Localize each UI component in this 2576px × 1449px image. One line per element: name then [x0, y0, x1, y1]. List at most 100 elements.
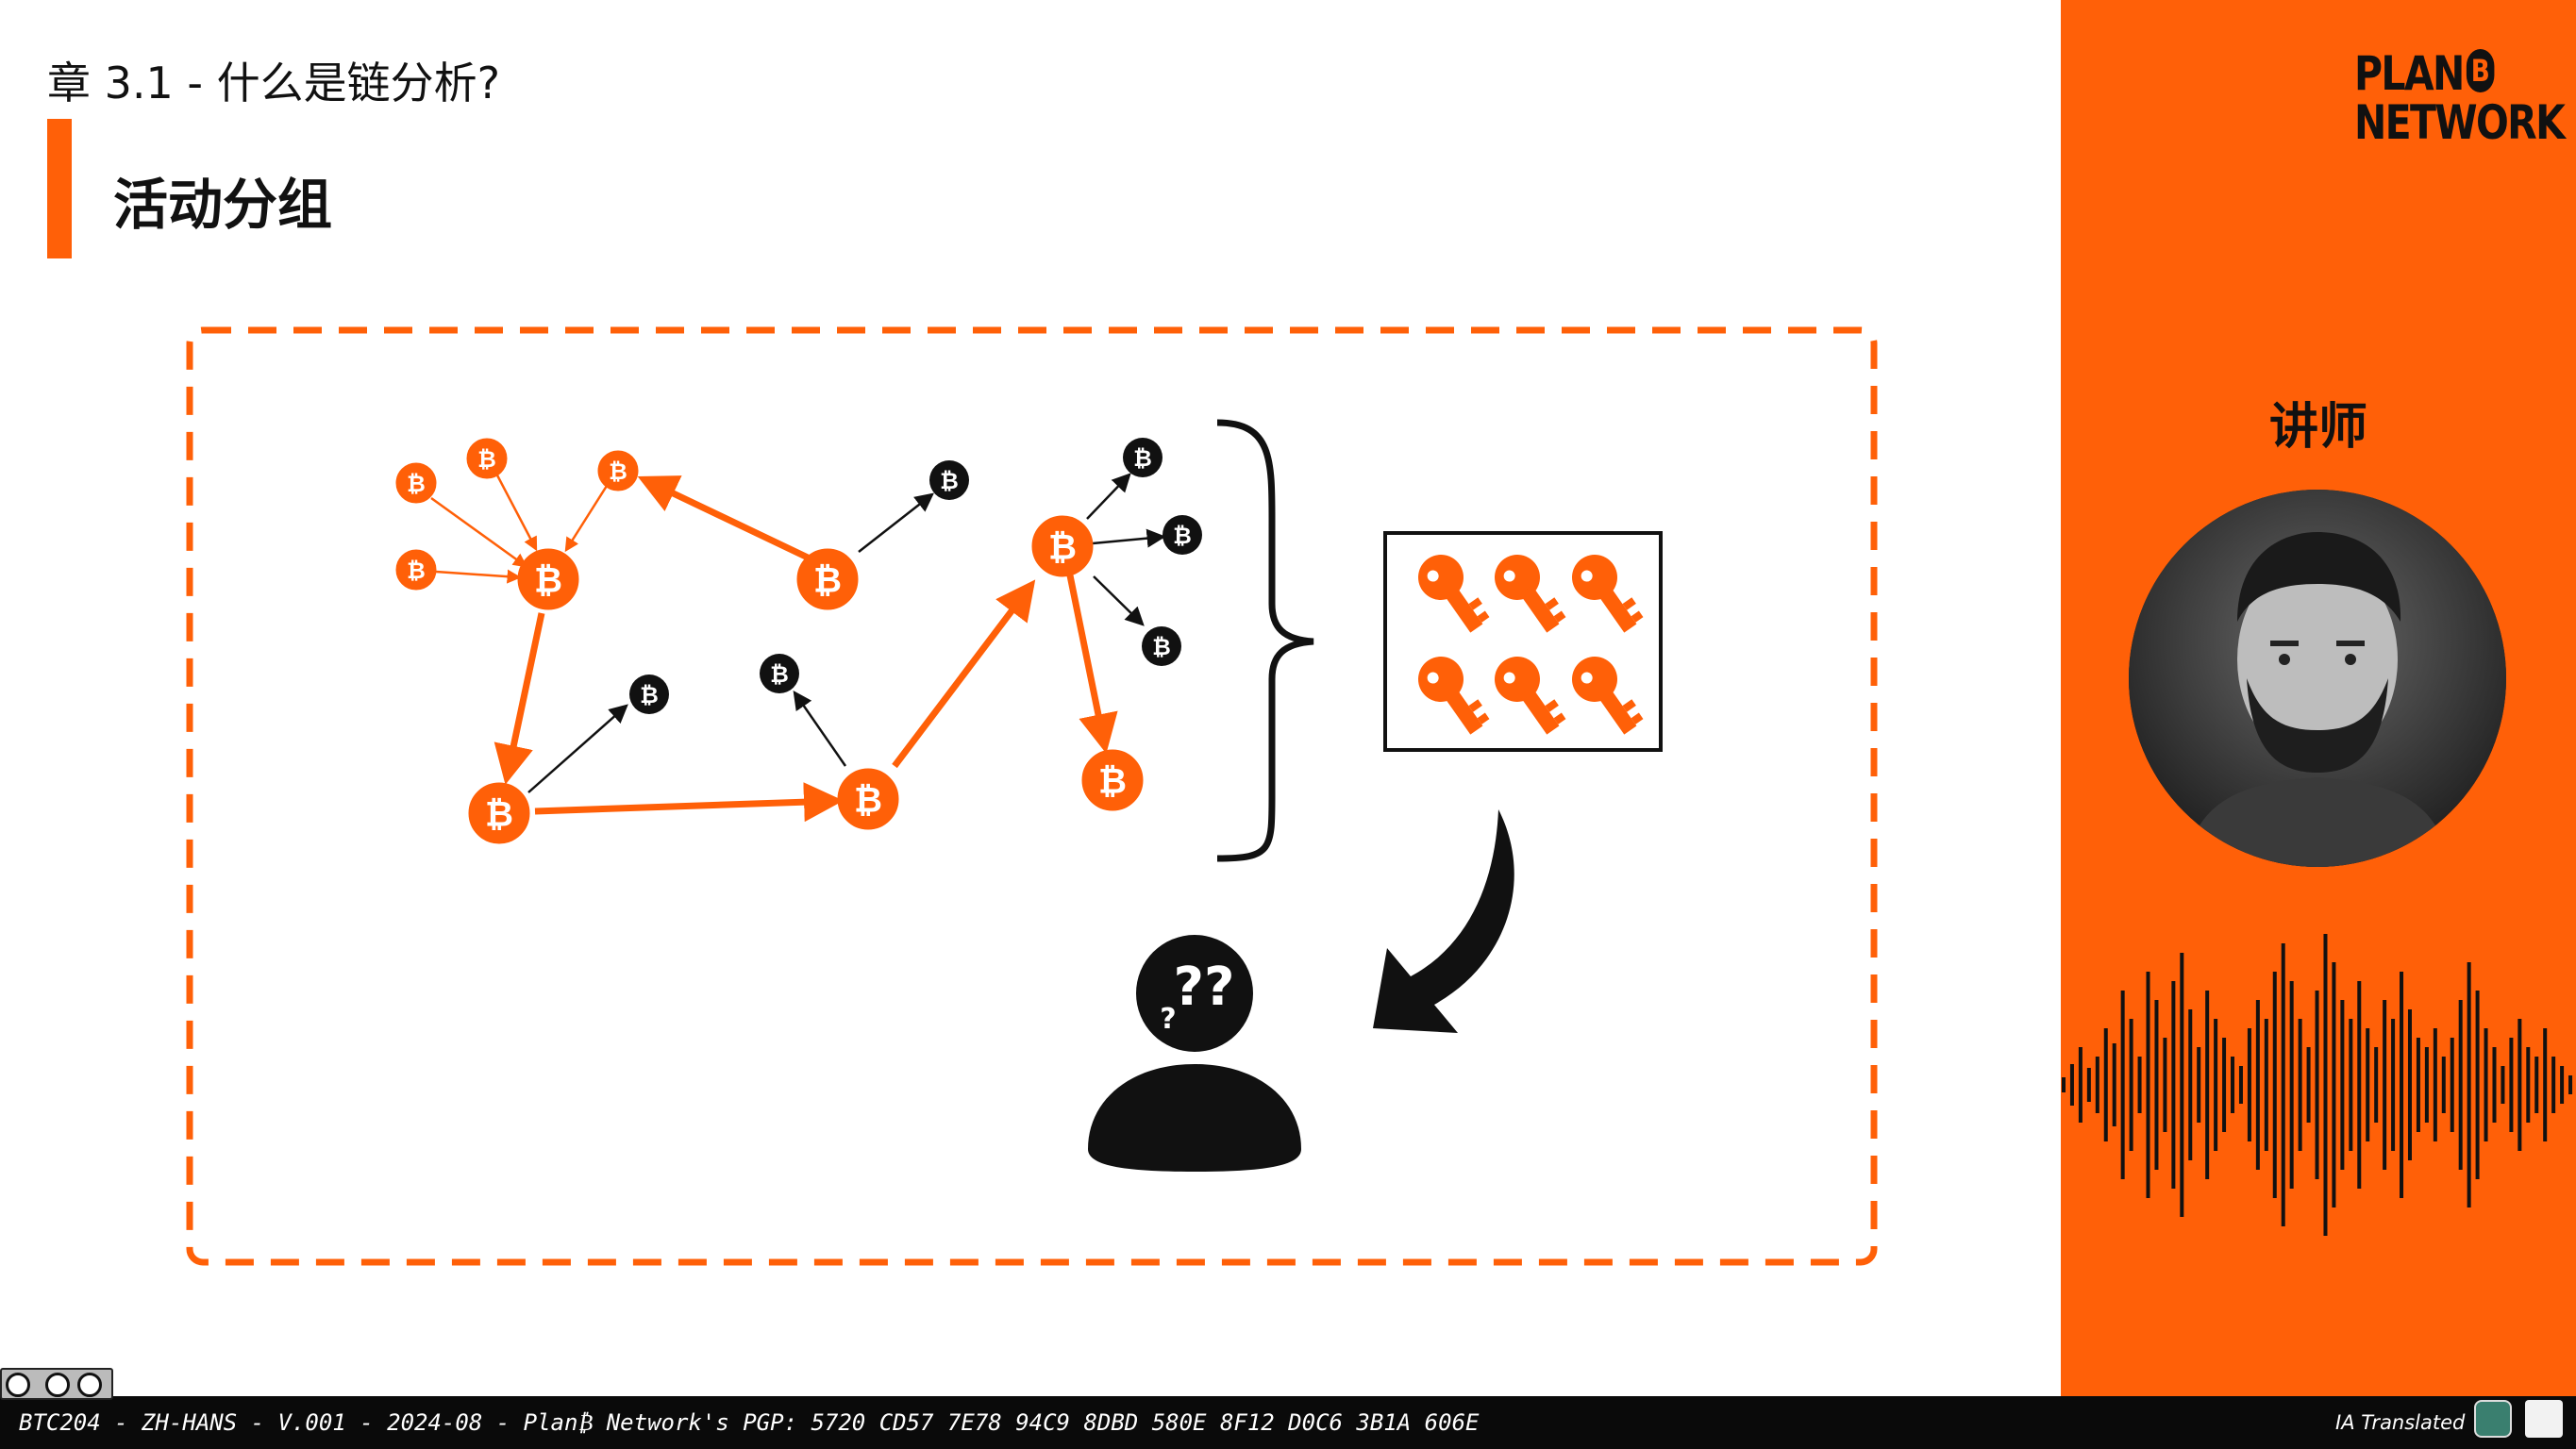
logo-line1: PLAN — [2354, 46, 2465, 101]
wave-bar — [2086, 1068, 2091, 1102]
wave-bar — [2255, 1000, 2260, 1170]
wave-bar — [2306, 1047, 2311, 1123]
wave-bar — [2424, 1047, 2429, 1123]
wave-bar — [2441, 1057, 2446, 1113]
chapter-heading: 章 3.1 - 什么是链分析? — [47, 58, 501, 108]
wave-bar — [2433, 1028, 2437, 1141]
by-icon — [45, 1373, 70, 1397]
wave-bar — [2366, 1028, 2370, 1141]
wave-bar — [2146, 972, 2150, 1198]
transaction-graph-diagram: ₿₿₿₿₿₿₿₿₿₿₿₿₿₿₿₿ ?? ? — [186, 326, 1878, 1266]
wave-bar — [2315, 991, 2319, 1179]
title-accent-bar — [47, 119, 72, 258]
wave-bar — [2180, 953, 2184, 1217]
btc-glyph: ₿ — [940, 468, 959, 494]
wave-bar — [2095, 1057, 2099, 1113]
wave-bar — [2120, 991, 2125, 1179]
curved-arrow — [1373, 809, 1514, 1033]
logo-b-badge: B — [2466, 49, 2495, 92]
wave-bar — [2374, 1047, 2379, 1123]
wave-bar — [2517, 1019, 2522, 1151]
input-arrows — [430, 471, 609, 584]
wave-bar — [2492, 1047, 2497, 1123]
btc-glyph: ₿ — [477, 446, 496, 473]
btc-node — [395, 549, 437, 591]
btc-node — [796, 548, 859, 610]
wave-bar — [2416, 1038, 2420, 1132]
btc-node — [837, 768, 899, 830]
cc-icon — [6, 1373, 30, 1397]
btc-glyph: ₿ — [407, 471, 426, 497]
wave-bar — [2391, 1019, 2396, 1151]
wave-bar — [2509, 1038, 2514, 1132]
wave-bar — [2205, 991, 2210, 1179]
wave-bar — [2501, 1066, 2505, 1104]
wave-bar — [2551, 1057, 2556, 1113]
btc-glyph: ₿ — [609, 458, 627, 485]
btc-node — [629, 675, 669, 714]
wave-bar — [2332, 962, 2336, 1208]
key-icon — [1572, 657, 1644, 735]
wave-bar — [2272, 972, 2277, 1198]
wave-bar — [2238, 1066, 2243, 1104]
btc-node — [466, 438, 508, 479]
wave-bar — [2137, 1057, 2142, 1113]
key-icon — [1418, 555, 1490, 633]
slide-title: 活动分组 — [113, 173, 333, 237]
wave-bar — [2112, 1043, 2116, 1126]
chain-arrows — [493, 475, 1118, 823]
btc-glyph: ₿ — [770, 661, 789, 688]
wave-bar — [2357, 981, 2362, 1189]
btc-glyph: ₿ — [813, 559, 842, 600]
btc-glyph: ₿ — [640, 682, 659, 708]
btc-node — [760, 654, 799, 693]
btc-glyph: ₿ — [1173, 523, 1192, 549]
btc-node — [1142, 626, 1181, 666]
btc-node — [1031, 515, 1094, 577]
btc-node — [1163, 515, 1202, 555]
btc-node — [597, 450, 639, 491]
btc-node — [395, 462, 437, 504]
key-icon — [1572, 555, 1644, 633]
btc-glyph: ₿ — [534, 559, 562, 600]
openai-icon — [2474, 1400, 2512, 1438]
wave-bar — [2129, 1019, 2133, 1151]
wave-bar — [2163, 1038, 2167, 1132]
btc-glyph: ₿ — [1048, 526, 1077, 567]
wave-bar — [2475, 991, 2480, 1179]
unknown-person-icon: ?? ? — [1088, 935, 1301, 1172]
wave-bar — [2407, 1009, 2412, 1160]
btc-node — [1123, 438, 1163, 477]
black-nodes — [629, 438, 1202, 714]
grouping-brace — [1216, 419, 1314, 862]
wave-bar — [2078, 1047, 2083, 1123]
wave-bar — [2484, 1028, 2488, 1141]
footer-text: BTC204 - ZH-HANS - V.001 - 2024-08 - Pla… — [19, 1409, 1480, 1436]
btc-glyph: ₿ — [854, 779, 882, 820]
wave-bar — [2281, 943, 2285, 1226]
wave-bar — [2171, 981, 2176, 1189]
wave-bar — [2231, 1057, 2235, 1113]
wave-bar — [2450, 1038, 2454, 1132]
speaker-avatar — [2129, 490, 2506, 867]
wave-bar — [2069, 1064, 2074, 1106]
sa-icon — [77, 1373, 102, 1397]
wave-bar — [2383, 1000, 2387, 1170]
btc-glyph: ₿ — [407, 558, 426, 584]
translator-logo-icon — [2525, 1400, 2563, 1438]
dashed-frame — [186, 326, 1878, 1266]
wave-bar — [2467, 962, 2471, 1208]
wave-bar — [2222, 1038, 2227, 1132]
wave-bar — [2543, 1028, 2548, 1141]
speaker-label: 讲师 — [2268, 399, 2367, 456]
wave-bar — [2247, 1028, 2251, 1141]
wave-bar — [2298, 1019, 2302, 1151]
svg-text:?: ? — [1160, 1003, 1176, 1036]
wave-bar — [2264, 1019, 2268, 1151]
btc-node — [929, 460, 969, 500]
wave-bar — [2534, 1057, 2539, 1113]
wave-bar — [2154, 1000, 2159, 1170]
btc-node — [468, 782, 530, 844]
output-arrows — [527, 473, 1166, 793]
